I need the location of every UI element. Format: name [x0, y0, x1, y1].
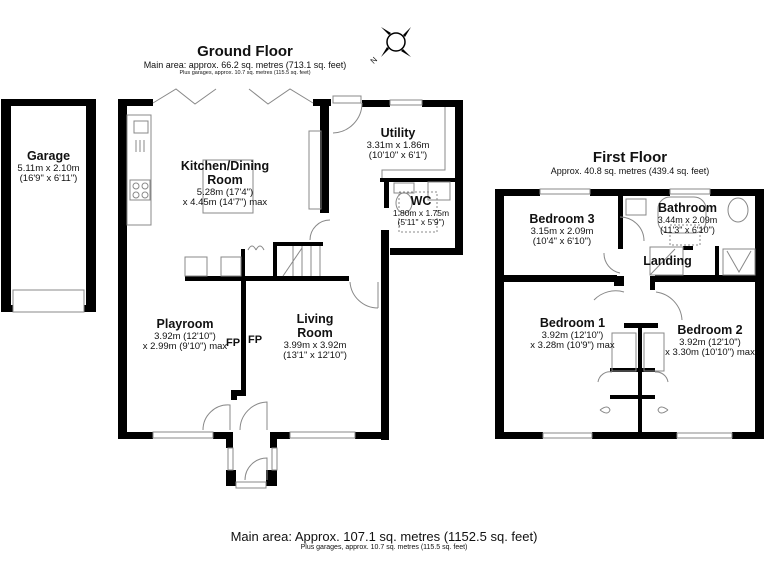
room-label-bedroom-1: Bedroom 1 3.92m (12'10") x 3.28m (10'9")… — [530, 316, 615, 352]
room-label-living-room: Living Room 3.99m x 3.92m (13'1" x 12'10… — [283, 312, 347, 361]
garage-door — [12, 289, 85, 313]
garage-walls — [1, 99, 96, 312]
room-label-playroom: Playroom 3.92m (12'10") x 2.99m (9'10") … — [142, 317, 228, 353]
first-floor-area: Approx. 40.8 sq. metres (439.4 sq. feet) — [550, 165, 710, 176]
fireplace-label-living: FP — [248, 334, 263, 346]
room-label-landing: Landing — [643, 254, 692, 268]
total-area-garages: Plus garages, approx. 10.7 sq. metres (1… — [300, 544, 468, 552]
room-label-wc: WC 1.80m x 1.75m (5'11" x 5'9") — [392, 194, 450, 228]
room-label-bathroom: Bathroom 3.44m x 2.09m (11'3" x 6'10") — [657, 201, 718, 235]
first-floor-fixtures — [539, 188, 756, 439]
ground-floor-heading: Ground Floor Main area: approx. 66.2 sq.… — [125, 43, 365, 77]
compass-icon — [381, 27, 411, 57]
room-label-kitchen-dining: Kitchen/Dining Room 5.28m (17'4") x 4.45… — [180, 159, 270, 208]
first-floor-title: First Floor — [592, 149, 668, 166]
room-label-bedroom-3: Bedroom 3 3.15m x 2.09m (10'4" x 6'10") — [529, 212, 595, 248]
ground-floor-garages-note: Plus garages, approx. 10.7 sq. metres (1… — [179, 70, 311, 77]
ground-floor-walls — [118, 99, 463, 486]
room-label-utility: Utility 3.31m x 1.86m (10'10" x 6'1") — [366, 126, 430, 162]
ground-floor-fixtures — [126, 88, 451, 489]
ground-floor-area: Main area: approx. 66.2 sq. metres (713.… — [143, 59, 347, 70]
room-label-garage: Garage 5.11m x 2.10m (16'9" x 6'11") — [17, 149, 80, 185]
fireplace-label-playroom: FP — [226, 337, 241, 349]
total-area-footer: Main area: Approx. 107.1 sq. metres (115… — [184, 529, 584, 552]
total-area-main: Main area: Approx. 107.1 sq. metres (115… — [230, 529, 538, 544]
ground-floor-title: Ground Floor — [197, 43, 293, 60]
room-label-bedroom-2: Bedroom 2 3.92m (12'10") x 3.30m (10'10"… — [665, 323, 755, 359]
first-floor-heading: First Floor Approx. 40.8 sq. metres (439… — [540, 149, 720, 176]
first-floor-walls — [495, 189, 764, 439]
